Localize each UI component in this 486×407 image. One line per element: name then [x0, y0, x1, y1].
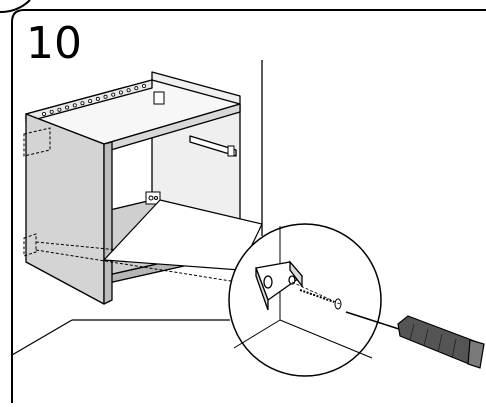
rail-hole — [42, 112, 47, 117]
rail-hole — [118, 90, 123, 95]
rail-holes — [42, 84, 146, 117]
rail-hole — [88, 99, 93, 104]
rail-hole — [72, 103, 77, 108]
step-badge-fragment — [0, 0, 31, 13]
rail-hole — [49, 109, 54, 114]
screw — [299, 289, 342, 310]
rail-hole — [57, 107, 62, 112]
screwdriver — [345, 311, 485, 369]
wall — [11, 60, 263, 356]
rail-hole — [141, 84, 146, 89]
wall-bracket — [255, 260, 303, 311]
rail-hole — [103, 94, 108, 99]
rail-hole — [126, 88, 131, 93]
rail-hole — [95, 96, 100, 101]
rail-hole — [65, 105, 70, 110]
rail-hole — [134, 86, 139, 91]
rail-hole — [111, 92, 116, 97]
top-connector — [153, 91, 235, 157]
magnified-callout — [228, 223, 382, 377]
cabinet-frame — [25, 71, 247, 305]
rail-hole — [80, 101, 85, 106]
step-frame — [11, 9, 486, 403]
hidden-fittings — [23, 127, 263, 287]
wall-bracket-small — [145, 191, 161, 205]
step-number: 10 — [26, 18, 82, 69]
